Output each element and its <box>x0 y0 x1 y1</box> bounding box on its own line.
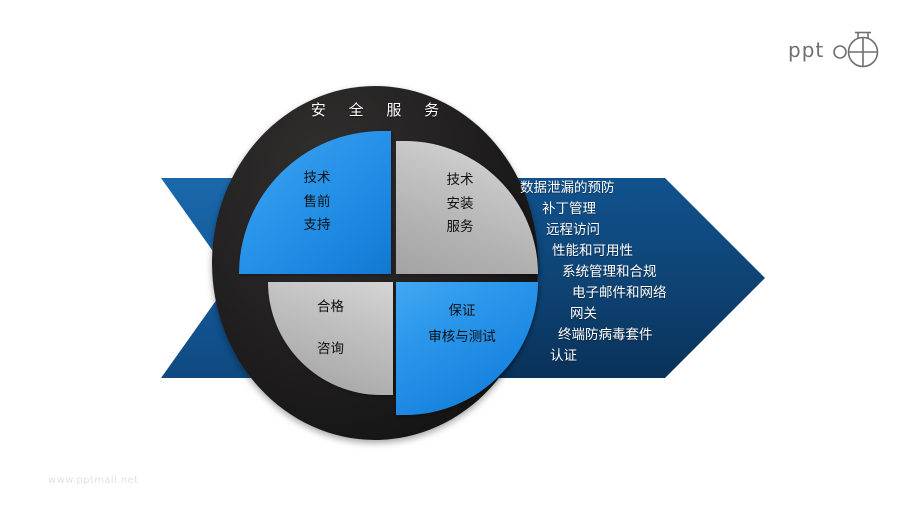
quadrant-tl-line-3: 支持 <box>303 217 331 234</box>
quadrant-br-line-2: 审核与测试 <box>428 329 496 345</box>
quadrant-tl-line-1: 技术 <box>303 170 331 186</box>
quadrant-tr-line-3: 服务 <box>446 219 474 236</box>
quadrant-tr-line-1: 技术 <box>446 172 474 188</box>
service-list: 数据泄漏的预防 补丁管理 远程访问 性能和可用性 系统管理和合规 电子邮件和网络… <box>520 178 700 367</box>
quadrant-bl-line-2: 咨询 <box>317 341 344 357</box>
quadrant-top-left-label: 技术 售前 支持 <box>257 167 377 238</box>
quadrant-tl-line-2: 售前 <box>303 193 331 210</box>
crosshair-globe-icon <box>833 31 879 68</box>
disc-title: 安 全 服 务 <box>310 101 449 119</box>
service-list-item[interactable]: 性能和可用性 <box>552 243 633 259</box>
footer-watermark: www.pptmall.net <box>48 475 139 486</box>
quadrant-tr-line-2: 安装 <box>446 195 474 212</box>
service-list-item[interactable]: 补丁管理 <box>542 201 596 217</box>
service-list-item[interactable]: 数据泄漏的预防 <box>520 180 615 196</box>
service-list-item[interactable]: 电子邮件和网络 <box>572 285 667 301</box>
service-list-item[interactable]: 认证 <box>550 348 577 364</box>
service-list-item[interactable]: 系统管理和合规 <box>562 264 657 280</box>
service-list-item[interactable]: 网关 <box>570 306 597 322</box>
service-list-item[interactable]: 终端防病毒套件 <box>558 327 653 343</box>
service-list-item[interactable]: 远程访问 <box>546 222 600 238</box>
brand-logo[interactable]: ppt <box>788 22 884 72</box>
quadrant-bl-line-1: 合格 <box>317 299 344 315</box>
quadrant-top-right-label: 技术 安装 服务 <box>396 169 524 240</box>
logo-wordmark: ppt <box>788 38 825 62</box>
quadrant-br-line-1: 保证 <box>448 303 476 319</box>
quadrant-bottom-left[interactable]: 合格 咨询 <box>268 282 393 395</box>
